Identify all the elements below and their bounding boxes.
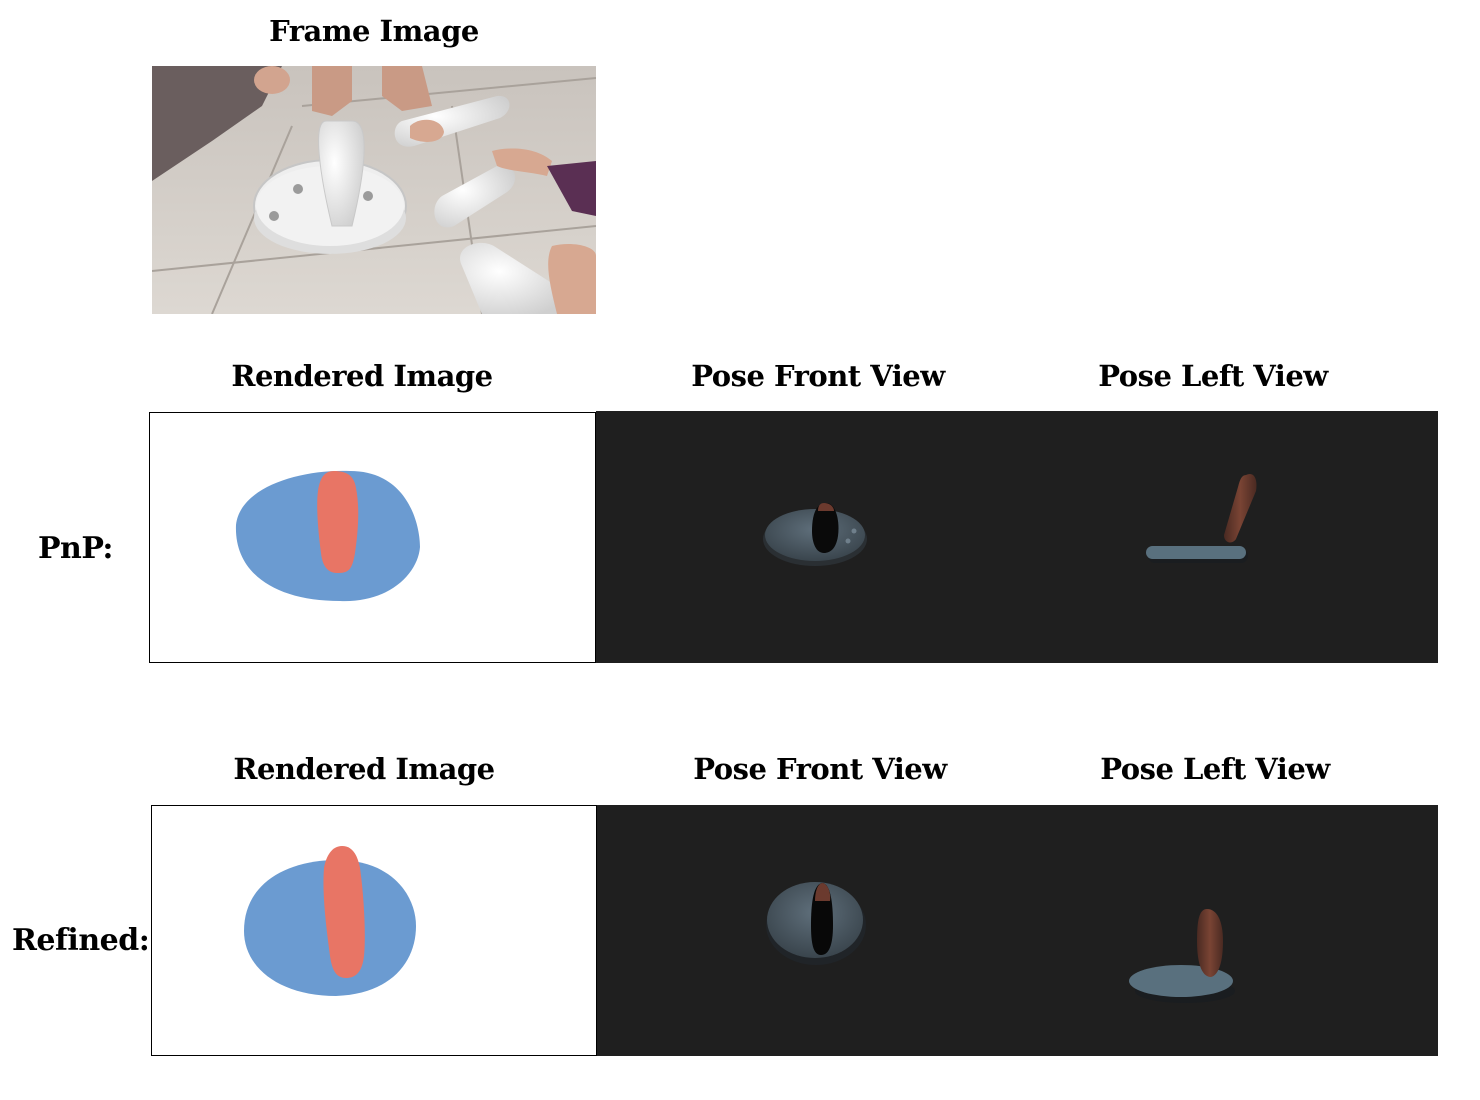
foot-right	[382, 66, 432, 111]
hand-on-pin	[410, 119, 444, 142]
row1-pose-svg	[763, 473, 1257, 566]
row-label-pnp: PnP:	[38, 531, 113, 566]
frame-image-title: Frame Image	[269, 14, 479, 48]
row2-front-title: Pose Front View	[693, 752, 947, 786]
front-view-model	[766, 882, 866, 965]
disk-hole	[363, 191, 373, 201]
row2-left-title: Pose Left View	[1100, 752, 1330, 786]
row2-pose-views	[597, 805, 1438, 1056]
hand-top-left	[254, 66, 290, 94]
front-view-model	[763, 503, 867, 566]
row2-rendered-title: Rendered Image	[233, 752, 495, 786]
lying-pin-middle	[434, 165, 516, 228]
row1-pose-views	[596, 411, 1438, 663]
row2-rendered-image	[151, 805, 597, 1056]
frame-image-photo	[152, 66, 596, 314]
row1-front-title: Pose Front View	[691, 359, 945, 393]
row1-rendered-image	[149, 412, 596, 663]
row1-rendered-svg	[235, 470, 420, 602]
sofa	[152, 66, 282, 181]
lying-pin-bottom	[460, 242, 572, 314]
disk-hole	[293, 184, 303, 194]
left-view-model	[1146, 473, 1257, 563]
row2-pose-svg	[766, 882, 1235, 1003]
row-label-refined: Refined:	[12, 923, 150, 958]
row2-rendered-svg	[244, 846, 416, 996]
disk-hole	[269, 211, 279, 221]
rendered-pin	[317, 471, 359, 573]
row1-left-title: Pose Left View	[1098, 359, 1328, 393]
standing-pin	[318, 120, 365, 227]
child-leg	[548, 244, 596, 314]
rendered-pin	[323, 846, 365, 978]
left-view-model	[1129, 909, 1235, 1003]
child-sock	[547, 161, 596, 216]
row1-rendered-title: Rendered Image	[231, 359, 493, 393]
frame-photo-illustration	[152, 66, 596, 314]
child-arm	[492, 148, 552, 176]
foot-left	[312, 66, 352, 116]
